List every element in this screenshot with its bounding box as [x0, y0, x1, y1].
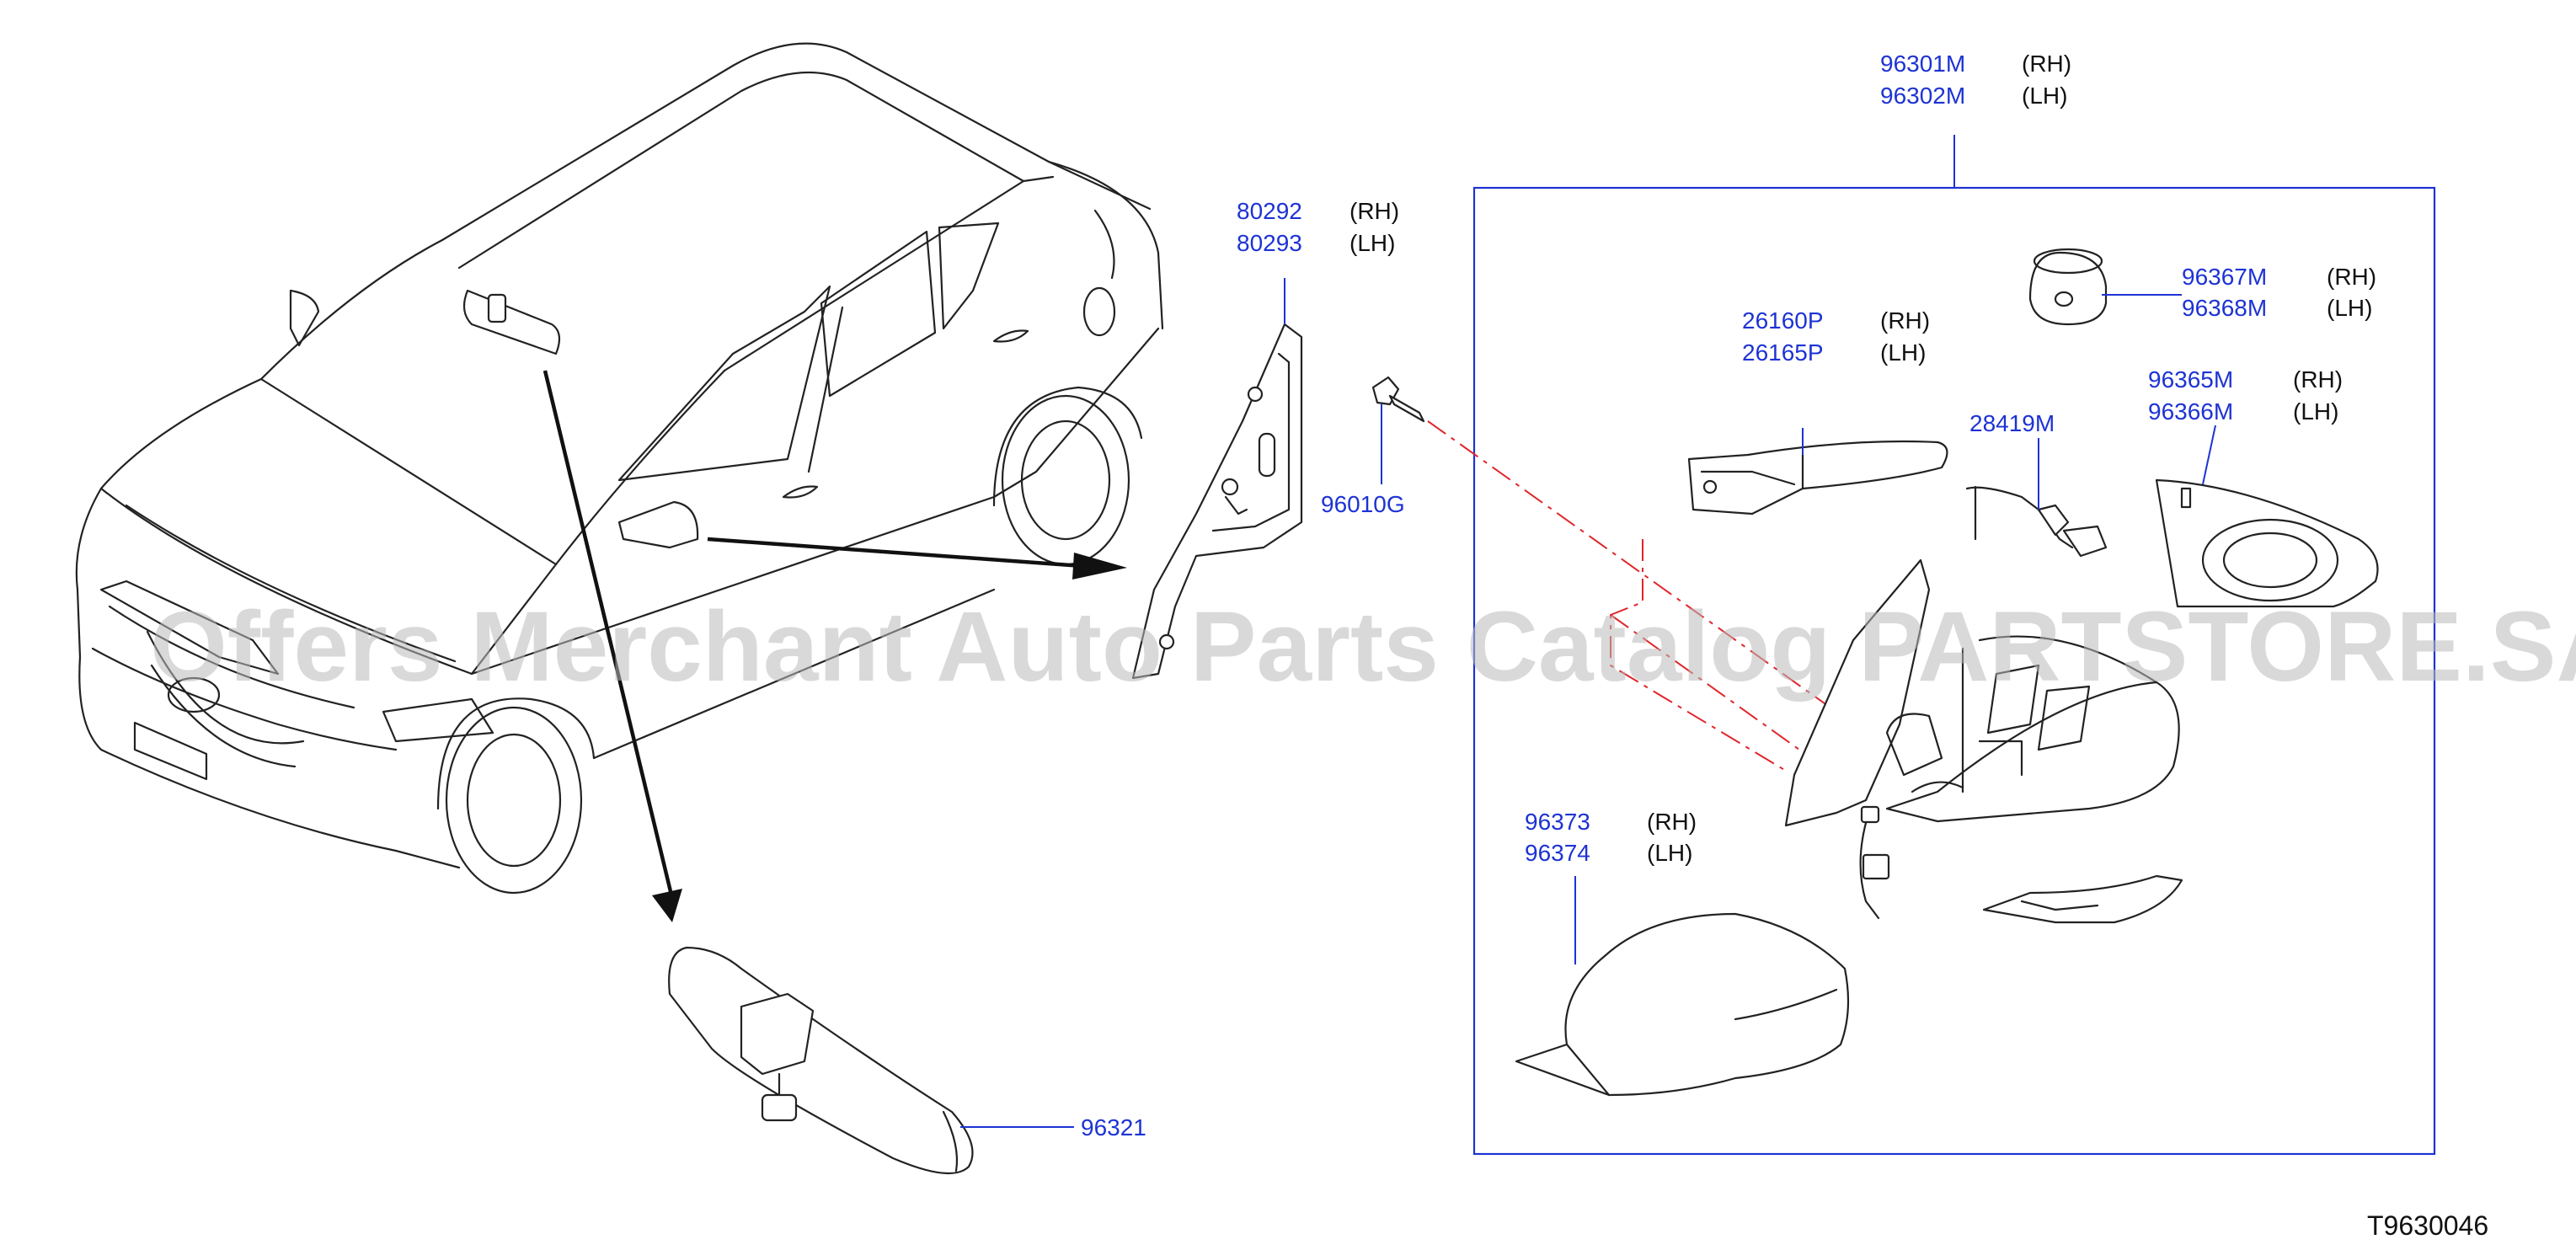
callout-96365M: 96365M 96366M (RH) (LH) [2148, 366, 2343, 425]
part-number-lh[interactable]: 96368M [2182, 295, 2267, 321]
part-number-rh[interactable]: 96373 [1525, 809, 1590, 835]
side-label-lh: (LH) [1647, 840, 1692, 866]
side-turn-lamp [1687, 440, 1948, 515]
door-mirror-finisher [1131, 323, 1303, 680]
part-number-lh[interactable]: 26165P [1742, 339, 1824, 366]
mounting-bolt [1371, 376, 1425, 423]
side-label-rh: (RH) [1349, 198, 1399, 224]
part-number-rh[interactable]: 96367M [2182, 264, 2267, 290]
callout-96301M: 96301M 96302M (RH) (LH) [1880, 51, 2071, 109]
side-label-lh: (LH) [1349, 230, 1395, 256]
callout-96321: 96321 [1081, 1114, 1146, 1140]
callout-96367M: 96367M 96368M (RH) (LH) [2182, 264, 2376, 321]
part-number[interactable]: 96321 [1081, 1114, 1146, 1140]
turn-lamp-lens [1982, 874, 2183, 924]
watermark: Offers Merchant Auto Parts Catalog PARTS… [150, 591, 2576, 702]
diagram-code: T9630046 [2367, 1210, 2488, 1241]
part-number-lh[interactable]: 80293 [1237, 230, 1302, 256]
callout-80292: 80292 80293 (RH) (LH) [1237, 198, 1399, 256]
leader-lines [960, 278, 2216, 1128]
door-mirror-body [1784, 558, 2180, 920]
callout-26160P: 26160P 26165P (RH) (LH) [1742, 307, 1930, 366]
callout-96373: 96373 96374 (RH) (LH) [1525, 809, 1697, 866]
part-number-rh[interactable]: 26160P [1742, 307, 1824, 334]
side-label-lh: (LH) [2022, 83, 2067, 109]
part-number[interactable]: 96010G [1321, 491, 1405, 517]
mirror-cover [1515, 912, 1850, 1097]
part-number-rh[interactable]: 96301M [1880, 51, 1965, 77]
inside-rearview-mirror [668, 946, 974, 1175]
side-label-lh: (LH) [1880, 339, 1926, 366]
part-number[interactable]: 28419M [1969, 410, 2055, 436]
mirror-glass [2155, 478, 2379, 608]
part-number-rh[interactable]: 80292 [1237, 198, 1302, 224]
side-label-rh: (RH) [2022, 51, 2071, 77]
side-label-rh: (RH) [1647, 809, 1697, 835]
mirror-actuator [2028, 248, 2108, 326]
part-number-lh[interactable]: 96302M [1880, 83, 1965, 109]
assembly-centerline [1427, 420, 1867, 772]
side-label-rh: (RH) [2327, 264, 2376, 290]
mirror-harness [1965, 485, 2108, 558]
side-label-lh: (LH) [2327, 295, 2372, 321]
part-number-lh[interactable]: 96374 [1525, 840, 1590, 866]
side-label-lh: (LH) [2293, 398, 2338, 425]
side-label-rh: (RH) [1880, 307, 1930, 334]
vehicle-illustration [75, 42, 1164, 895]
side-label-rh: (RH) [2293, 366, 2343, 393]
callout-28419M: 28419M [1969, 410, 2055, 436]
arrow-inside-mirror [542, 370, 682, 922]
callout-96010G: 96010G [1321, 491, 1405, 517]
arrow-door-mirror [707, 537, 1127, 580]
part-number-lh[interactable]: 96366M [2148, 398, 2233, 425]
part-number-rh[interactable]: 96365M [2148, 366, 2233, 393]
